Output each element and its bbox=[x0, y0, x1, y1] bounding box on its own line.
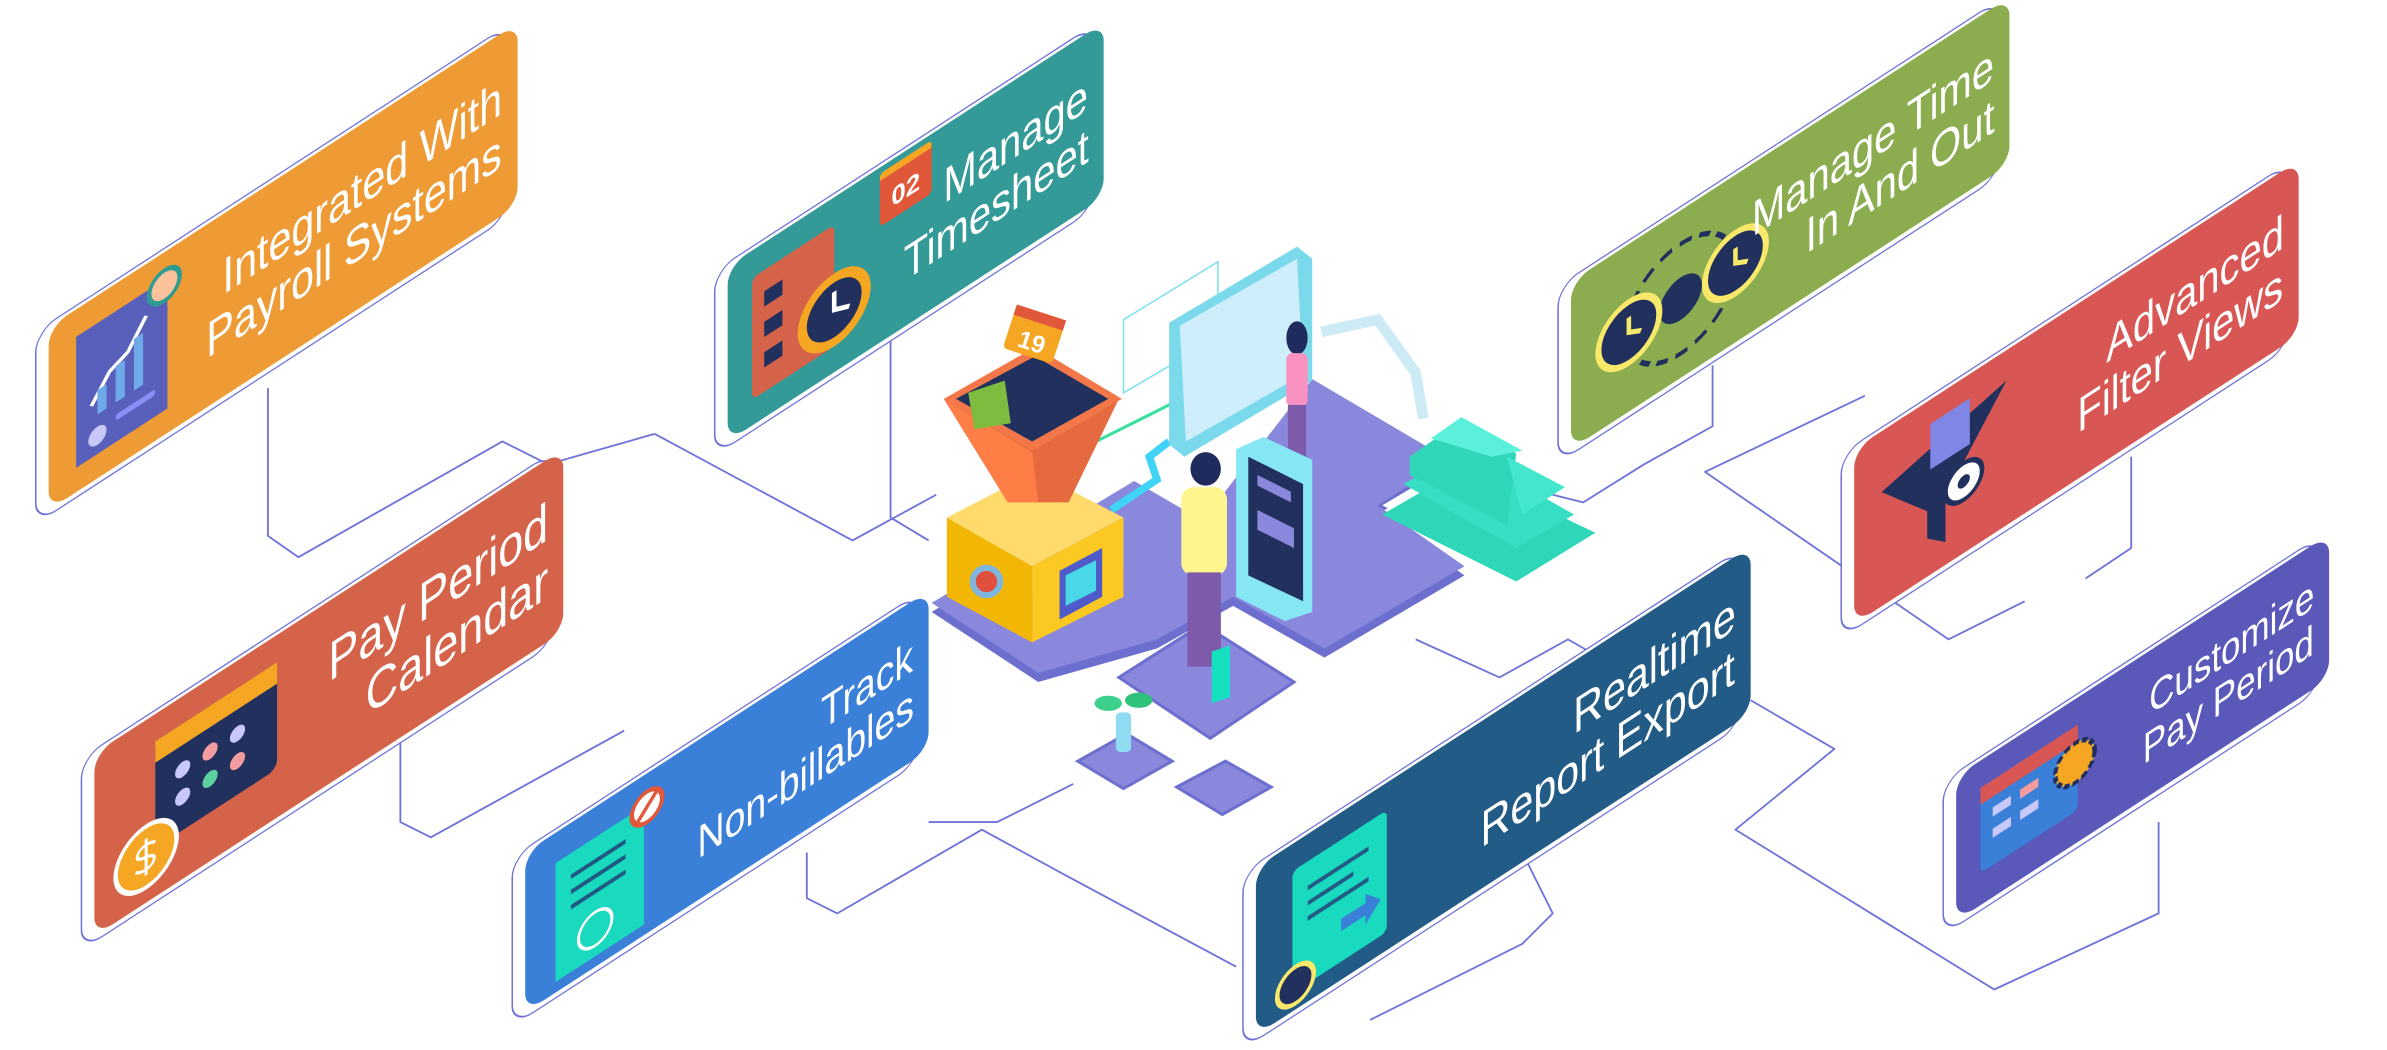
connector bbox=[1522, 365, 1714, 504]
clock-cycle-icon bbox=[1595, 223, 1769, 373]
plant-icon bbox=[1094, 692, 1153, 753]
connector bbox=[2085, 456, 2133, 580]
calendar-coin-icon bbox=[113, 662, 278, 896]
connector bbox=[1734, 699, 2160, 991]
connector bbox=[1369, 852, 1554, 1021]
display-screen bbox=[1169, 246, 1313, 457]
bank-building-icon bbox=[1382, 417, 1596, 582]
calculator-box bbox=[946, 471, 1124, 643]
calendar-settings-icon bbox=[1980, 724, 2097, 871]
connector bbox=[805, 828, 1237, 968]
tile bbox=[1173, 759, 1275, 817]
filter-funnel-icon bbox=[1881, 380, 2007, 542]
platform-small bbox=[1116, 622, 1297, 741]
connector bbox=[267, 388, 655, 559]
connector bbox=[399, 729, 625, 839]
payroll-report-icon bbox=[76, 264, 182, 468]
tile bbox=[1074, 731, 1176, 791]
woman-figure bbox=[1286, 321, 1308, 466]
pie-chart-icon bbox=[969, 564, 1004, 599]
man-figure bbox=[1181, 452, 1231, 704]
phone-device bbox=[1236, 436, 1313, 622]
funnel-icon bbox=[943, 347, 1122, 503]
data-wire bbox=[1109, 438, 1172, 514]
connector bbox=[654, 433, 937, 542]
money-flow bbox=[1320, 313, 1429, 420]
calendar-19-icon: 19 bbox=[1003, 304, 1067, 363]
report-export-icon bbox=[1274, 812, 1387, 1010]
connector bbox=[928, 783, 1074, 823]
connector bbox=[1704, 394, 2026, 641]
invoice-icon bbox=[555, 786, 665, 982]
timesheet-clock-icon bbox=[752, 227, 871, 397]
connector bbox=[889, 312, 930, 542]
